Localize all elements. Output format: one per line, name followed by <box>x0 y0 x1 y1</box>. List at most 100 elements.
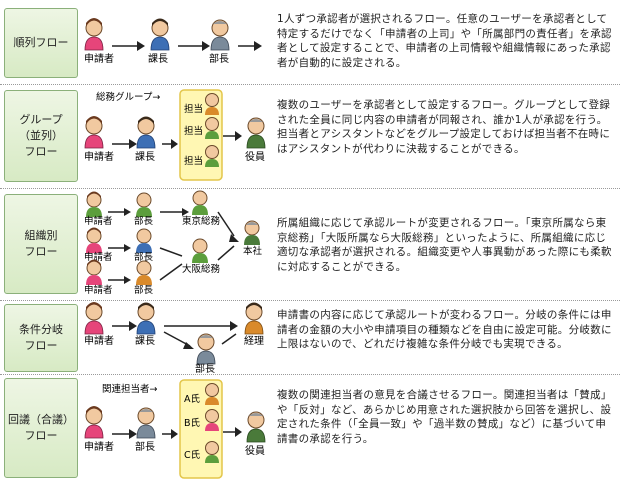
flow-label-conditional: 条件分岐 フロー <box>4 304 78 372</box>
person-icon-applicant <box>86 259 102 285</box>
person-icon-accounting <box>244 302 264 335</box>
person-icon-section-chief <box>136 302 156 335</box>
flow-row-sequential: 順列フロー 申請者 課長 部長 1人ずつ承認者が選択されるフロー。任意のユーザー… <box>0 0 620 82</box>
group-member-label: 担当 <box>184 103 203 115</box>
group-member-label: A氏 <box>184 394 200 405</box>
flow-row-group: グループ （並列） フロー 総務グループ→ 申請者 課長 担当 担当 担当 <box>0 86 620 186</box>
figure-label: 課長 <box>135 334 155 347</box>
flow-arrow <box>217 245 235 261</box>
figure-label: 東京総務 <box>182 215 221 227</box>
flow-arrow-head <box>171 429 178 439</box>
person-icon-applicant <box>84 116 104 149</box>
group-caption: 総務グループ→ <box>96 91 160 103</box>
group-caption: 関連担当者→ <box>102 383 158 395</box>
person-icon-osaka-admin <box>192 238 208 263</box>
person-icon-department-head <box>136 228 152 253</box>
flow-arrow-head <box>129 429 137 439</box>
row-divider <box>0 300 620 301</box>
person-icon-group-member <box>205 383 219 405</box>
person-icon-executive <box>246 411 266 443</box>
group-member-label: C氏 <box>184 450 201 461</box>
flow-arrow-head <box>124 276 131 284</box>
row-divider <box>0 188 620 189</box>
flow-arrow-head <box>183 342 194 349</box>
flow-arrow-head <box>230 321 238 331</box>
person-icon-group-member <box>205 93 219 115</box>
figure-label: 部長 <box>195 362 215 374</box>
figure-label: 申請者 <box>84 52 114 65</box>
person-icon-applicant <box>84 18 104 51</box>
flow-arrow <box>159 263 183 281</box>
figure-label: 申請者 <box>84 284 113 296</box>
flow-arrow-head <box>124 244 131 252</box>
person-icon-group-member <box>205 409 219 431</box>
figure-label: 申請者 <box>84 334 114 347</box>
figure-label: 申請者 <box>84 215 113 227</box>
figure-label: 部長 <box>135 440 155 453</box>
row-divider <box>0 374 620 375</box>
group-member-label: B氏 <box>184 418 201 429</box>
flow-row-consultation: 回議（合議） フロー 関連担当者→ 申請者 部長 A氏 B氏 C氏 <box>0 376 620 482</box>
figure-label: 申請者 <box>84 440 114 453</box>
figure-label: 本社 <box>243 245 263 257</box>
person-icon-department-head <box>136 260 152 285</box>
flow-description-organization: 所属組織に応じて承認ルートが変更されるフロー。「東京所属なら東京総務」「大阪所属… <box>277 217 612 273</box>
person-icon-section-chief <box>136 116 156 149</box>
flow-arrow-head <box>235 131 242 141</box>
flow-row-conditional: 条件分岐 フロー 申請者 課長 部長 経理 <box>0 302 620 374</box>
figure-label: 課長 <box>135 150 155 163</box>
flow-arrow-head <box>202 41 210 51</box>
person-icon-group-member <box>205 441 219 463</box>
figure-label: 課長 <box>148 52 168 65</box>
person-icon-applicant <box>84 302 104 335</box>
flow-description-group: 複数のユーザーを承認者として設定するフロー。グループとして登録された全員に同じ内… <box>277 99 611 155</box>
flow-diagram-conditional: 申請者 課長 部長 経理 <box>84 302 264 374</box>
figure-label: 経理 <box>244 334 264 347</box>
flow-arrow-head <box>229 234 239 242</box>
person-icon-tokyo-admin <box>192 190 208 215</box>
figure-label: 申請者 <box>84 150 114 163</box>
person-icon-department-head <box>136 407 156 439</box>
person-icon-applicant <box>86 191 102 217</box>
flow-diagram-group: 総務グループ→ 申請者 課長 担当 担当 担当 <box>84 89 266 181</box>
person-icon-department-head <box>196 333 216 365</box>
figure-label: 部長 <box>209 52 229 65</box>
flow-arrow-head <box>129 321 137 331</box>
flow-arrow-head <box>235 427 242 437</box>
flow-arrow-head <box>137 41 145 51</box>
figure-label: 部長 <box>134 215 154 227</box>
person-icon-section-chief <box>150 18 170 51</box>
flow-arrow-head <box>254 41 262 51</box>
flow-description-conditional: 申請書の内容に応じて承認ルートが変わるフロー。分岐の条件には申請者の金額の大小や… <box>277 309 612 350</box>
flow-arrow <box>221 333 237 345</box>
flow-arrow-head <box>171 139 178 149</box>
flow-arrow <box>217 211 235 237</box>
row-divider <box>0 84 620 85</box>
flow-arrow-head <box>182 208 189 216</box>
person-icon-applicant <box>84 406 104 439</box>
flow-diagram-organization: 申請者 部長 申請者 部長 申請者 <box>84 190 263 296</box>
flow-label-organization: 組織別 フロー <box>4 194 78 294</box>
flow-description-consultation: 複数の関連担当者の意見を合議させるフロー。関連担当者は「賛成」や「反対」など、あ… <box>277 389 612 445</box>
flow-label-group: グループ （並列） フロー <box>4 90 78 182</box>
flow-description-sequential: 1人ずつ承認者が選択されるフロー。任意のユーザーを承認者として特定するだけでなく… <box>277 13 612 69</box>
flow-diagram-sequential: 申請者 課長 部長 <box>84 18 262 65</box>
person-icon-executive <box>246 117 266 149</box>
flow-arrow-head <box>129 139 137 149</box>
group-member-label: 担当 <box>184 155 203 167</box>
flow-arrow <box>159 247 183 257</box>
person-icon-department-head <box>210 19 230 51</box>
flow-arrow-head <box>124 208 131 216</box>
flow-diagram-consultation: 関連担当者→ 申請者 部長 A氏 B氏 C氏 <box>84 379 266 479</box>
person-icon-group-member <box>205 145 219 167</box>
figure-label: 役員 <box>245 150 265 163</box>
flow-label-consultation: 回議（合議） フロー <box>4 378 78 478</box>
figure-label: 大阪総務 <box>182 263 221 275</box>
person-icon-applicant <box>86 227 102 253</box>
person-icon-group-member <box>205 117 219 139</box>
flow-row-organization: 組織別 フロー 申請者 部長 申請者 部長 <box>0 190 620 298</box>
figure-label: 部長 <box>134 251 154 263</box>
figure-label: 部長 <box>134 284 154 296</box>
figure-label: 役員 <box>245 444 265 457</box>
person-icon-headquarters <box>244 220 260 245</box>
